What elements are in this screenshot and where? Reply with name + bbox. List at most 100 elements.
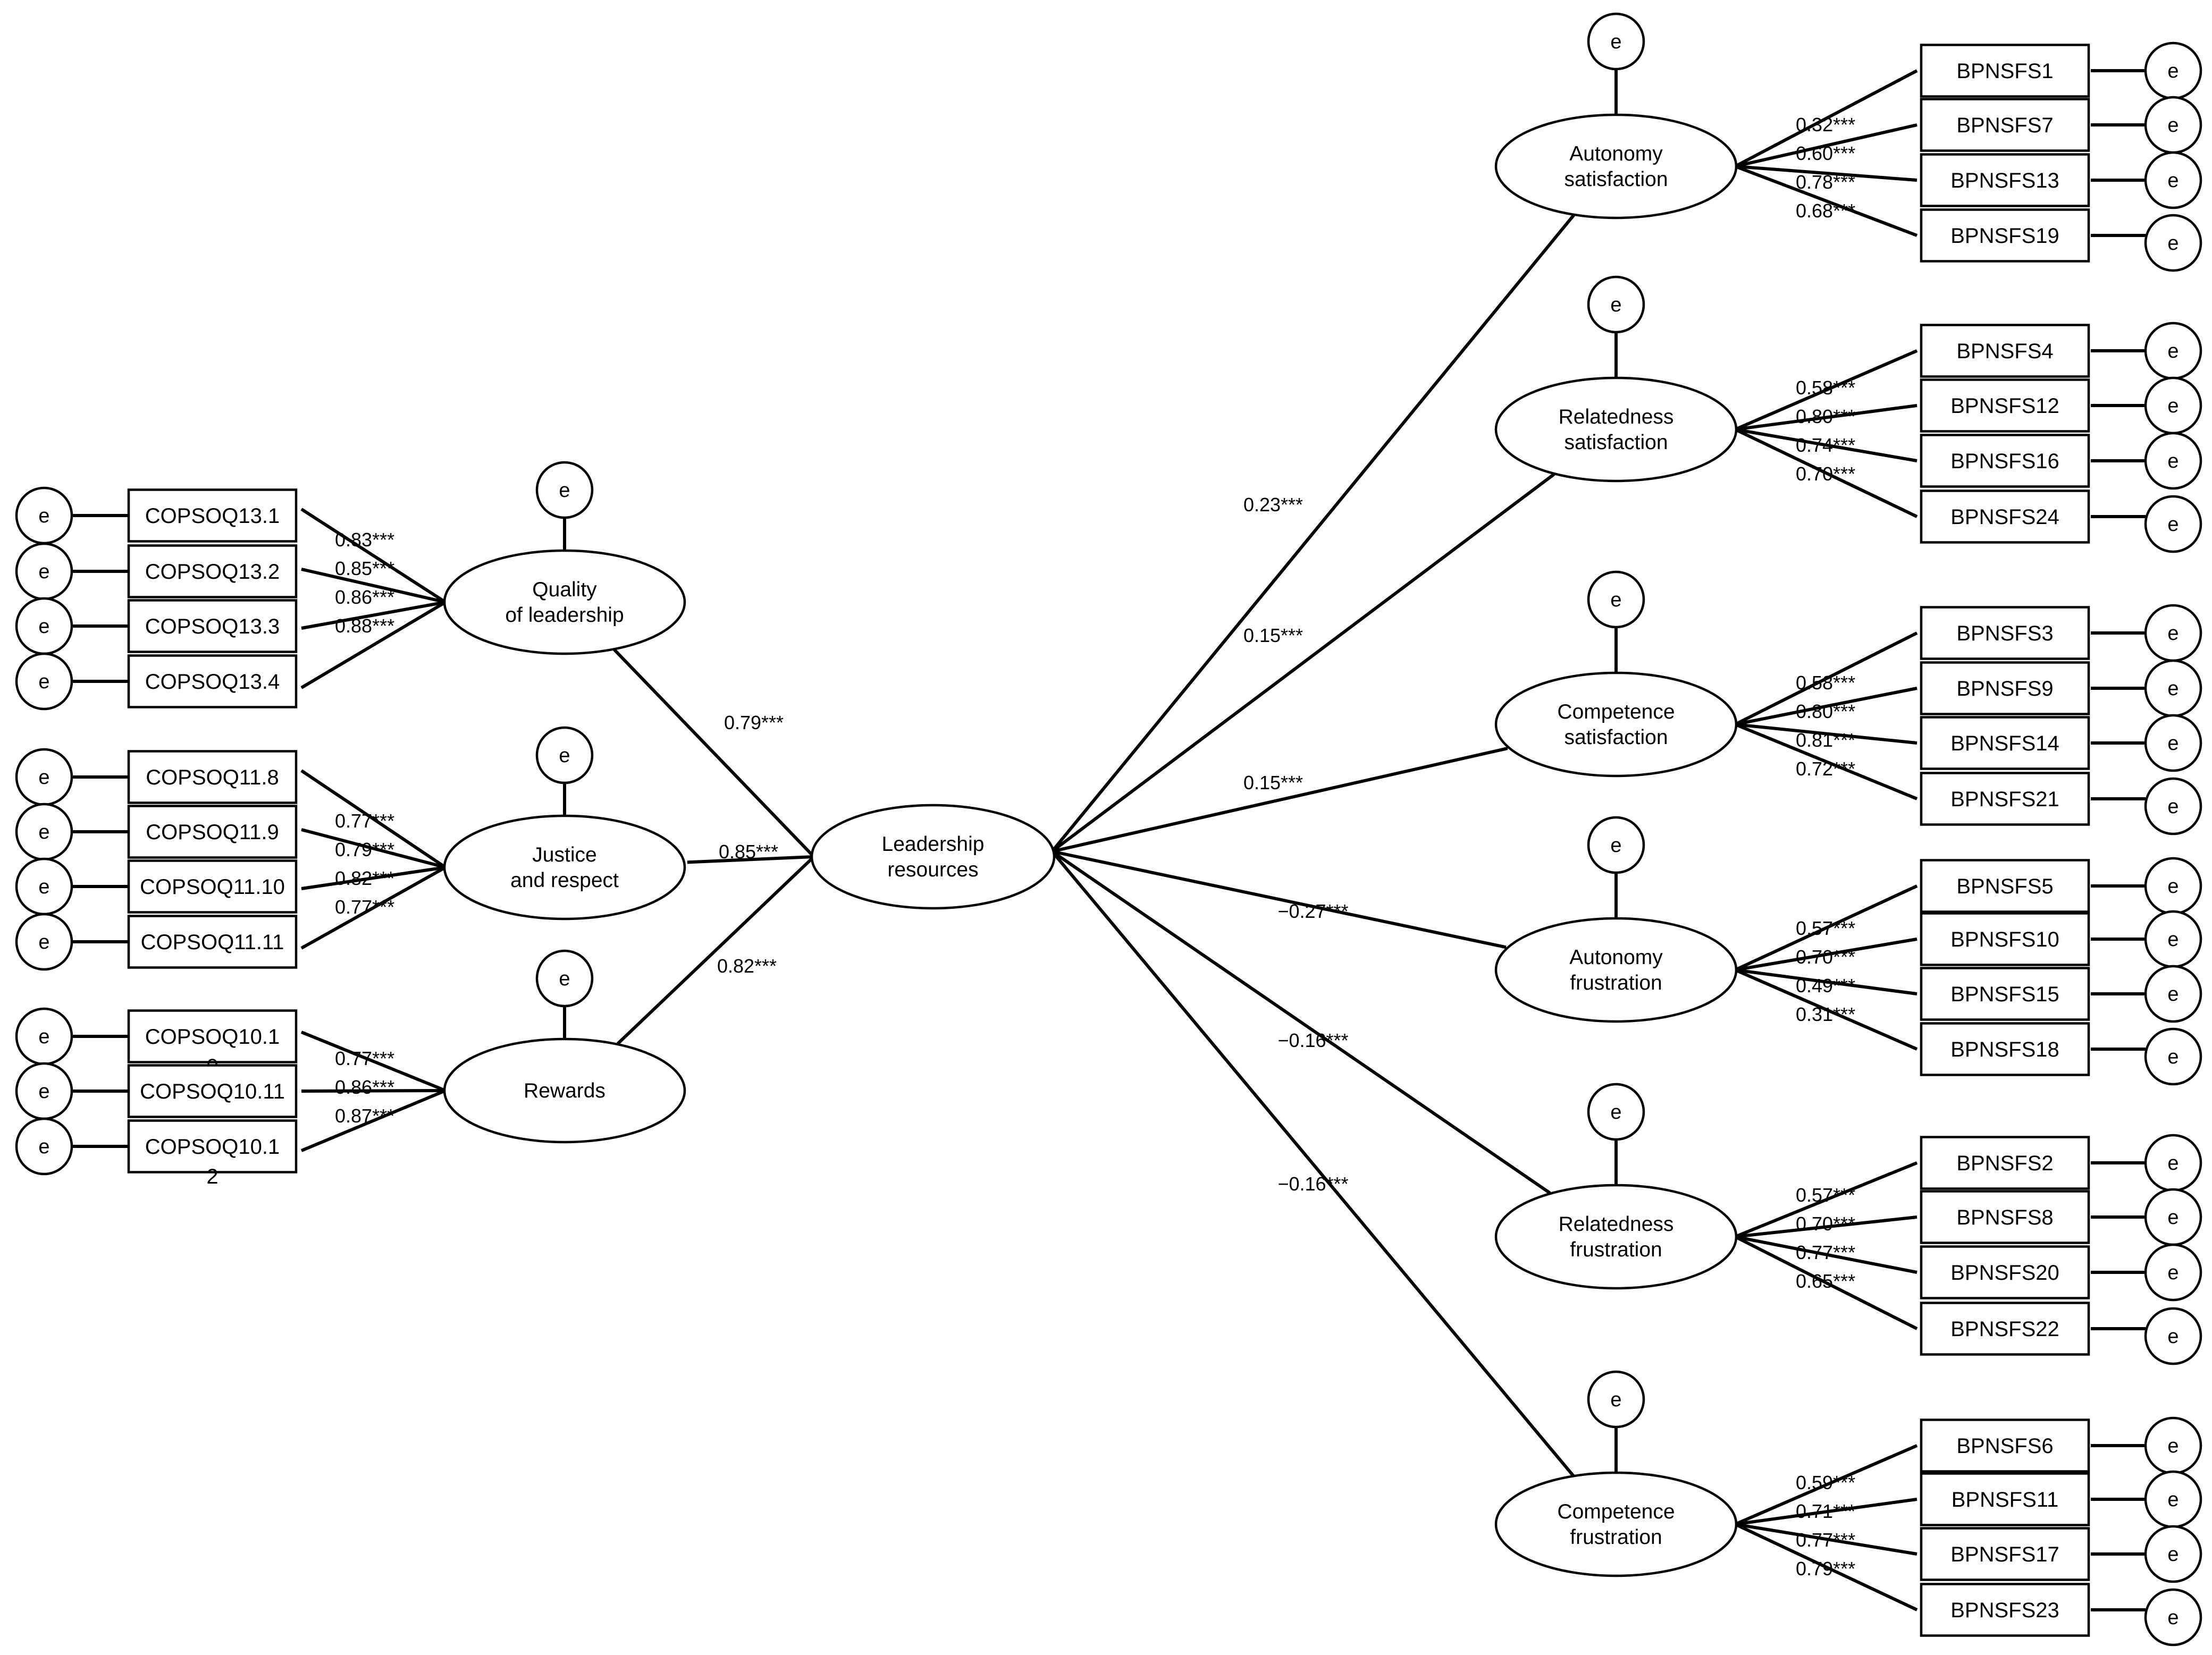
error-circle: [1587, 1370, 1645, 1429]
item-box: [1920, 44, 2090, 98]
error-item-autonomy-frustration-4: e: [2144, 1027, 2202, 1086]
error-item-relatedness-satisfaction-2: e: [2144, 376, 2202, 435]
latent-ellipse: [1494, 1184, 1738, 1290]
latent-label-line: Relatedness: [1559, 1213, 1674, 1236]
loading-autonomy-satisfaction-2: [1735, 123, 1917, 168]
item-label: BPNSFS18: [1950, 1038, 2059, 1061]
item-box-quality-of-leadership-3: COPSOQ13.3: [127, 599, 298, 653]
error-competence-satisfaction: e: [1587, 570, 1645, 629]
loading-quality-of-leadership-1: [300, 508, 447, 604]
error-label: e: [2167, 513, 2179, 536]
item-box: [1920, 153, 2090, 207]
coefficient-layer: 0.79***0.83***0.85***0.86***0.88***0.85*…: [335, 114, 1855, 1580]
error-label: e: [1610, 589, 1621, 611]
error-label: e: [2167, 622, 2179, 645]
latent-ellipse: [1494, 1471, 1738, 1577]
error-label: e: [2167, 1607, 2179, 1629]
latent-ellipse: [443, 814, 686, 921]
error-circle: [1587, 570, 1645, 629]
error-label: e: [2167, 1435, 2179, 1457]
loading-coef-autonomy-frustration-1: 0.57***: [1796, 917, 1855, 939]
item-box: [127, 1119, 298, 1173]
loading-quality-of-leadership-2: [301, 568, 446, 604]
item-box: [1920, 98, 2090, 152]
item-box-relatedness-satisfaction-1: BPNSFS4: [1920, 324, 2090, 378]
error-label: e: [38, 671, 49, 693]
path-coef-autonomy-frustration: −0.27***: [1277, 900, 1348, 922]
error-label: e: [559, 479, 570, 502]
error-label: e: [2167, 678, 2179, 700]
error-circle: [1587, 1083, 1645, 1141]
error-circle: [535, 461, 594, 519]
item-box-autonomy-frustration-3: BPNSFS15: [1920, 967, 2090, 1021]
item-box-quality-of-leadership-1: COPSOQ13.1: [127, 488, 298, 543]
item-box-justice-and-respect-4: COPSOQ11.11: [127, 915, 298, 969]
error-label: e: [2167, 1206, 2179, 1229]
item-box: [127, 915, 298, 969]
item-label: COPSOQ11.10: [140, 875, 285, 899]
error-label: e: [38, 876, 49, 898]
error-item-autonomy-frustration-1: e: [2144, 857, 2202, 915]
item-label: BPNSFS7: [1956, 114, 2053, 137]
error-label: e: [2167, 1262, 2179, 1284]
loading-autonomy-satisfaction-1: [1734, 69, 1918, 168]
item-label: BPNSFS22: [1950, 1318, 2059, 1341]
item-label: COPSOQ13.1: [145, 504, 280, 528]
loading-competence-frustration-4: [1734, 1523, 1918, 1611]
error-item-relatedness-satisfaction-1: e: [2144, 322, 2202, 380]
error-circle: [2144, 1525, 2202, 1583]
loading-relatedness-frustration-4: [1734, 1235, 1918, 1330]
item-box-competence-satisfaction-4: BPNSFS21: [1920, 772, 2090, 826]
error-item-competence-satisfaction-4: e: [2144, 777, 2202, 835]
error-circle: [1587, 816, 1645, 874]
error-item-competence-satisfaction-3: e: [2144, 714, 2202, 772]
item-box-competence-satisfaction-1: BPNSFS3: [1920, 606, 2090, 660]
item-label: COPSOQ10.1: [145, 1025, 280, 1049]
item-label: BPNSFS5: [1956, 875, 2053, 898]
latent-ellipse: [1494, 376, 1738, 483]
loading-rewards-3: [300, 1089, 447, 1152]
item-box-relatedness-satisfaction-4: BPNSFS24: [1920, 489, 2090, 544]
error-item-justice-and-respect-1: e: [15, 748, 73, 806]
latent-label-line: Autonomy: [1569, 946, 1663, 969]
error-item-justice-and-respect-2: e: [15, 803, 73, 861]
loading-coef-competence-satisfaction-4: 0.72***: [1796, 758, 1855, 780]
loading-coef-autonomy-satisfaction-3: 0.78***: [1796, 171, 1855, 193]
item-box-autonomy-satisfaction-1: BPNSFS1: [1920, 44, 2090, 98]
error-label: e: [38, 931, 49, 953]
error-label: e: [1610, 834, 1621, 857]
path-coef-justice-and-respect: 0.85***: [719, 841, 778, 863]
item-box: [1920, 606, 2090, 660]
item-box-autonomy-frustration-4: BPNSFS18: [1920, 1022, 2090, 1076]
item-label: COPSOQ10.11: [140, 1080, 285, 1103]
item-label: BPNSFS2: [1956, 1152, 2053, 1175]
latent-label-line: frustration: [1570, 1526, 1662, 1549]
error-label: e: [38, 561, 49, 583]
edge-layer: [72, 69, 2146, 1612]
loading-coef-justice-and-respect-4: 0.77***: [335, 896, 394, 918]
item-label: BPNSFS3: [1956, 622, 2053, 645]
error-circle: [15, 652, 73, 711]
item-box: [1920, 1245, 2090, 1299]
item-label-wrap: 2: [206, 1165, 218, 1188]
item-box-competence-frustration-2: BPNSFS11: [1920, 1472, 2090, 1526]
item-box: [1920, 1527, 2090, 1581]
latent-label-line: frustration: [1570, 972, 1662, 994]
error-label: e: [2167, 114, 2179, 137]
loading-coef-competence-satisfaction-1: 0.58***: [1796, 672, 1855, 694]
path-coef-quality-of-leadership: 0.79***: [724, 712, 784, 733]
item-box: [1920, 208, 2090, 263]
loading-coef-competence-satisfaction-3: 0.81***: [1796, 729, 1855, 751]
loading-coef-relatedness-frustration-2: 0.70***: [1796, 1213, 1855, 1235]
error-circle: [2144, 777, 2202, 835]
loading-relatedness-frustration-3: [1735, 1235, 1917, 1274]
loading-competence-satisfaction-4: [1734, 723, 1918, 800]
latent-ellipse: [1494, 671, 1738, 778]
latent-autonomy-frustration: Autonomy frustration: [1494, 917, 1738, 1023]
error-label: e: [2167, 732, 2179, 755]
error-circle: [2144, 214, 2202, 272]
error-label: e: [2167, 796, 2179, 818]
item-box: [127, 750, 298, 804]
item-box-rewards-2: COPSOQ10.11: [127, 1064, 298, 1118]
